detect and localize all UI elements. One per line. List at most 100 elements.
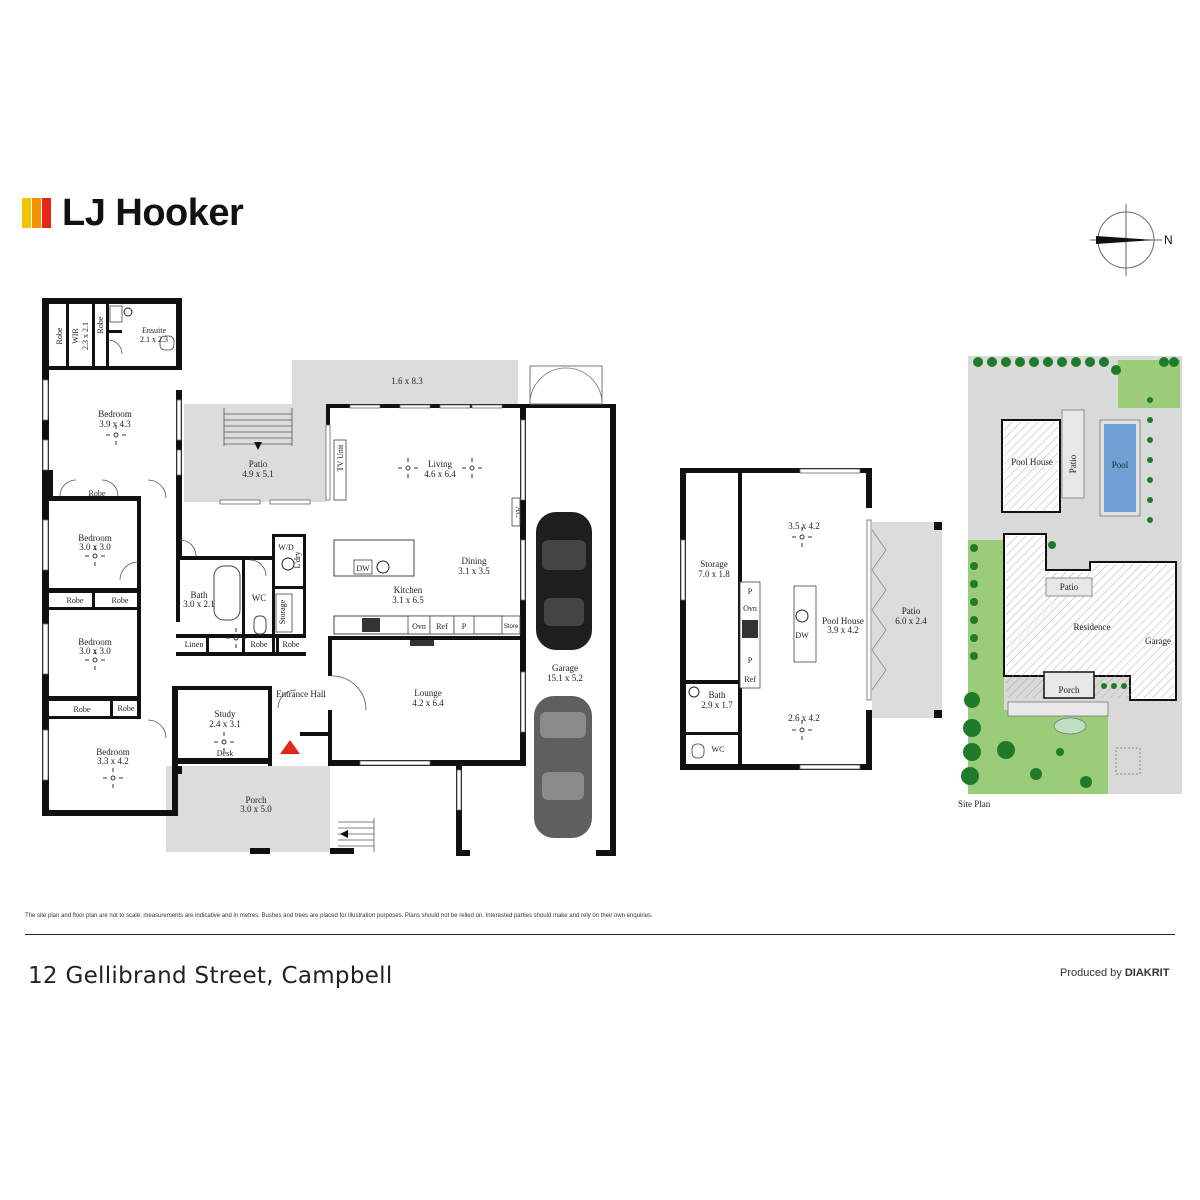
car-icon-top [536, 512, 592, 650]
deck-area [292, 360, 518, 404]
windows [42, 379, 526, 811]
produced-by-label: Produced by [1060, 967, 1122, 979]
dining-label: Dining [461, 556, 487, 566]
linen-label: Linen [185, 640, 204, 649]
ensuite-label: Ensuite [142, 326, 166, 335]
cooktop-icon [362, 618, 380, 632]
robe-hall1-label: Robe [251, 640, 268, 649]
store-label: Store [504, 624, 519, 630]
ph-room-bottom-size: 2.6 x 4.2 [788, 713, 820, 723]
kitchen-label: Kitchen [394, 585, 423, 595]
site-patio1-label: Patio [1068, 454, 1078, 473]
ovn-label: Ovn [412, 622, 426, 631]
bedroom4-size: 3.3 x 4.2 [97, 756, 129, 766]
bedroom1-label: Bedroom [98, 409, 132, 419]
porch-size: 3.0 x 5.0 [240, 804, 272, 814]
storage-label: Storage [278, 599, 287, 624]
kitchen-size: 3.1 x 6.5 [392, 595, 424, 605]
lounge-label: Lounge [414, 688, 442, 698]
kitchen-island [333, 539, 415, 577]
ensuite-size: 2.1 x 2.3 [140, 335, 168, 344]
patio-size: 4.9 x 5.1 [242, 469, 274, 479]
ph-storage-size: 7.0 x 1.8 [698, 569, 730, 579]
garage-size: 15.1 x 5.2 [547, 673, 583, 683]
bath-label: Bath [191, 590, 208, 600]
disclaimer-text: The site plan and floor plan are not to … [25, 913, 653, 919]
brand-name: LJ Hooker [62, 192, 244, 234]
robe-bed3b-label: Robe [118, 704, 135, 713]
lounge-size: 4.2 x 6.4 [412, 698, 444, 708]
brand-logo [22, 198, 51, 228]
bedroom2-label: Bedroom [78, 533, 112, 543]
ph-pool-house-size: 3.9 x 4.2 [827, 625, 859, 635]
site-patio2-label: Patio [1060, 582, 1079, 592]
compass-icon: N [1090, 204, 1173, 276]
wir-label: WIR [71, 328, 80, 344]
site-residence-label: Residence [1074, 622, 1111, 632]
garage-french-doors [529, 365, 603, 405]
toilet-icon [253, 615, 267, 635]
logo-bar-yellow [22, 198, 31, 228]
bedroom1-size: 3.9 x 4.3 [99, 419, 131, 429]
living-label: Living [428, 459, 452, 469]
sink-icon [376, 560, 390, 574]
ph-room-top-size: 3.5 x 4.2 [788, 521, 820, 531]
pool-house-patio-area [872, 522, 942, 718]
entry-arrow-icon [280, 740, 300, 754]
ph-pool-house-label: Pool House [822, 616, 864, 626]
ph-ovn-label: Ovn [743, 604, 757, 613]
robe-bed2a-label: Robe [67, 596, 84, 605]
robe-bed2b-label: Robe [112, 596, 129, 605]
pool-house-plan: Storage 7.0 x 1.8 3.5 x 4.2 Pool House 3… [680, 468, 942, 770]
property-address: 12 Gellibrand Street, Campbell [28, 963, 393, 989]
robe-hall2-label: Robe [283, 640, 300, 649]
dining-size: 3.1 x 3.5 [458, 566, 490, 576]
site-plan-title: Site Plan [958, 799, 991, 809]
ph-bath-size: 2.9 x 1.7 [701, 700, 733, 710]
main-house-labels: Robe WIR 2.3 x 2.1 Robe Ensuite 2.1 x 2.… [55, 316, 583, 814]
door-swings [59, 339, 367, 739]
site-pool-house-label: Pool House [1011, 457, 1053, 467]
porch-label: Porch [246, 795, 267, 805]
patio-label: Patio [249, 459, 268, 469]
produced-by-credit: Produced by DIAKRIT [1060, 967, 1169, 979]
ref-label: Ref [436, 622, 448, 631]
ph-storage-label: Storage [700, 559, 728, 569]
living-size: 4.6 x 6.4 [424, 469, 456, 479]
bedroom4-label: Bedroom [96, 747, 130, 757]
robe-bed3a-label: Robe [74, 705, 91, 714]
garage-label: Garage [552, 663, 578, 673]
bath-size: 3.0 x 2.1 [183, 599, 215, 609]
robe-ensuite-label: Robe [96, 316, 105, 333]
site-porch-label: Porch [1059, 685, 1080, 695]
site-garage-label: Garage [1145, 636, 1171, 646]
p-label: P [462, 622, 467, 631]
study-label: Study [214, 709, 236, 719]
ac-label: AC [514, 506, 523, 517]
robe-bed1-label: Robe [89, 489, 106, 498]
bathtub-icon [213, 565, 241, 621]
tv-unit [333, 439, 347, 501]
bath-fixtures [109, 305, 295, 635]
ph-patio-label: Patio [902, 606, 921, 616]
site-pool-label: Pool [1112, 460, 1129, 470]
ph-wc-label: WC [712, 745, 725, 754]
car-icon-bottom [534, 696, 592, 838]
bedroom3-size: 3.0 x 3.0 [79, 646, 111, 656]
logo-bar-red [42, 198, 51, 228]
dw-label: DW [356, 564, 370, 573]
tv-unit-label: TV Unit [336, 444, 345, 472]
study-size: 2.4 x 3.1 [209, 719, 241, 729]
logo-bar-orange [32, 198, 41, 228]
ph-ref-label: Ref [744, 675, 756, 684]
entrance-hall-label: Entrance Hall [276, 689, 326, 699]
producer-name: DIAKRIT [1124, 967, 1170, 979]
deck-size: 1.6 x 8.3 [391, 376, 423, 386]
fireplace-icon [410, 640, 434, 646]
patio-area [184, 404, 326, 502]
bedroom3-label: Bedroom [78, 637, 112, 647]
ceiling-fan-icons [85, 425, 482, 788]
desk-label: Desk [217, 749, 233, 758]
bedroom2-size: 3.0 x 3.0 [79, 542, 111, 552]
